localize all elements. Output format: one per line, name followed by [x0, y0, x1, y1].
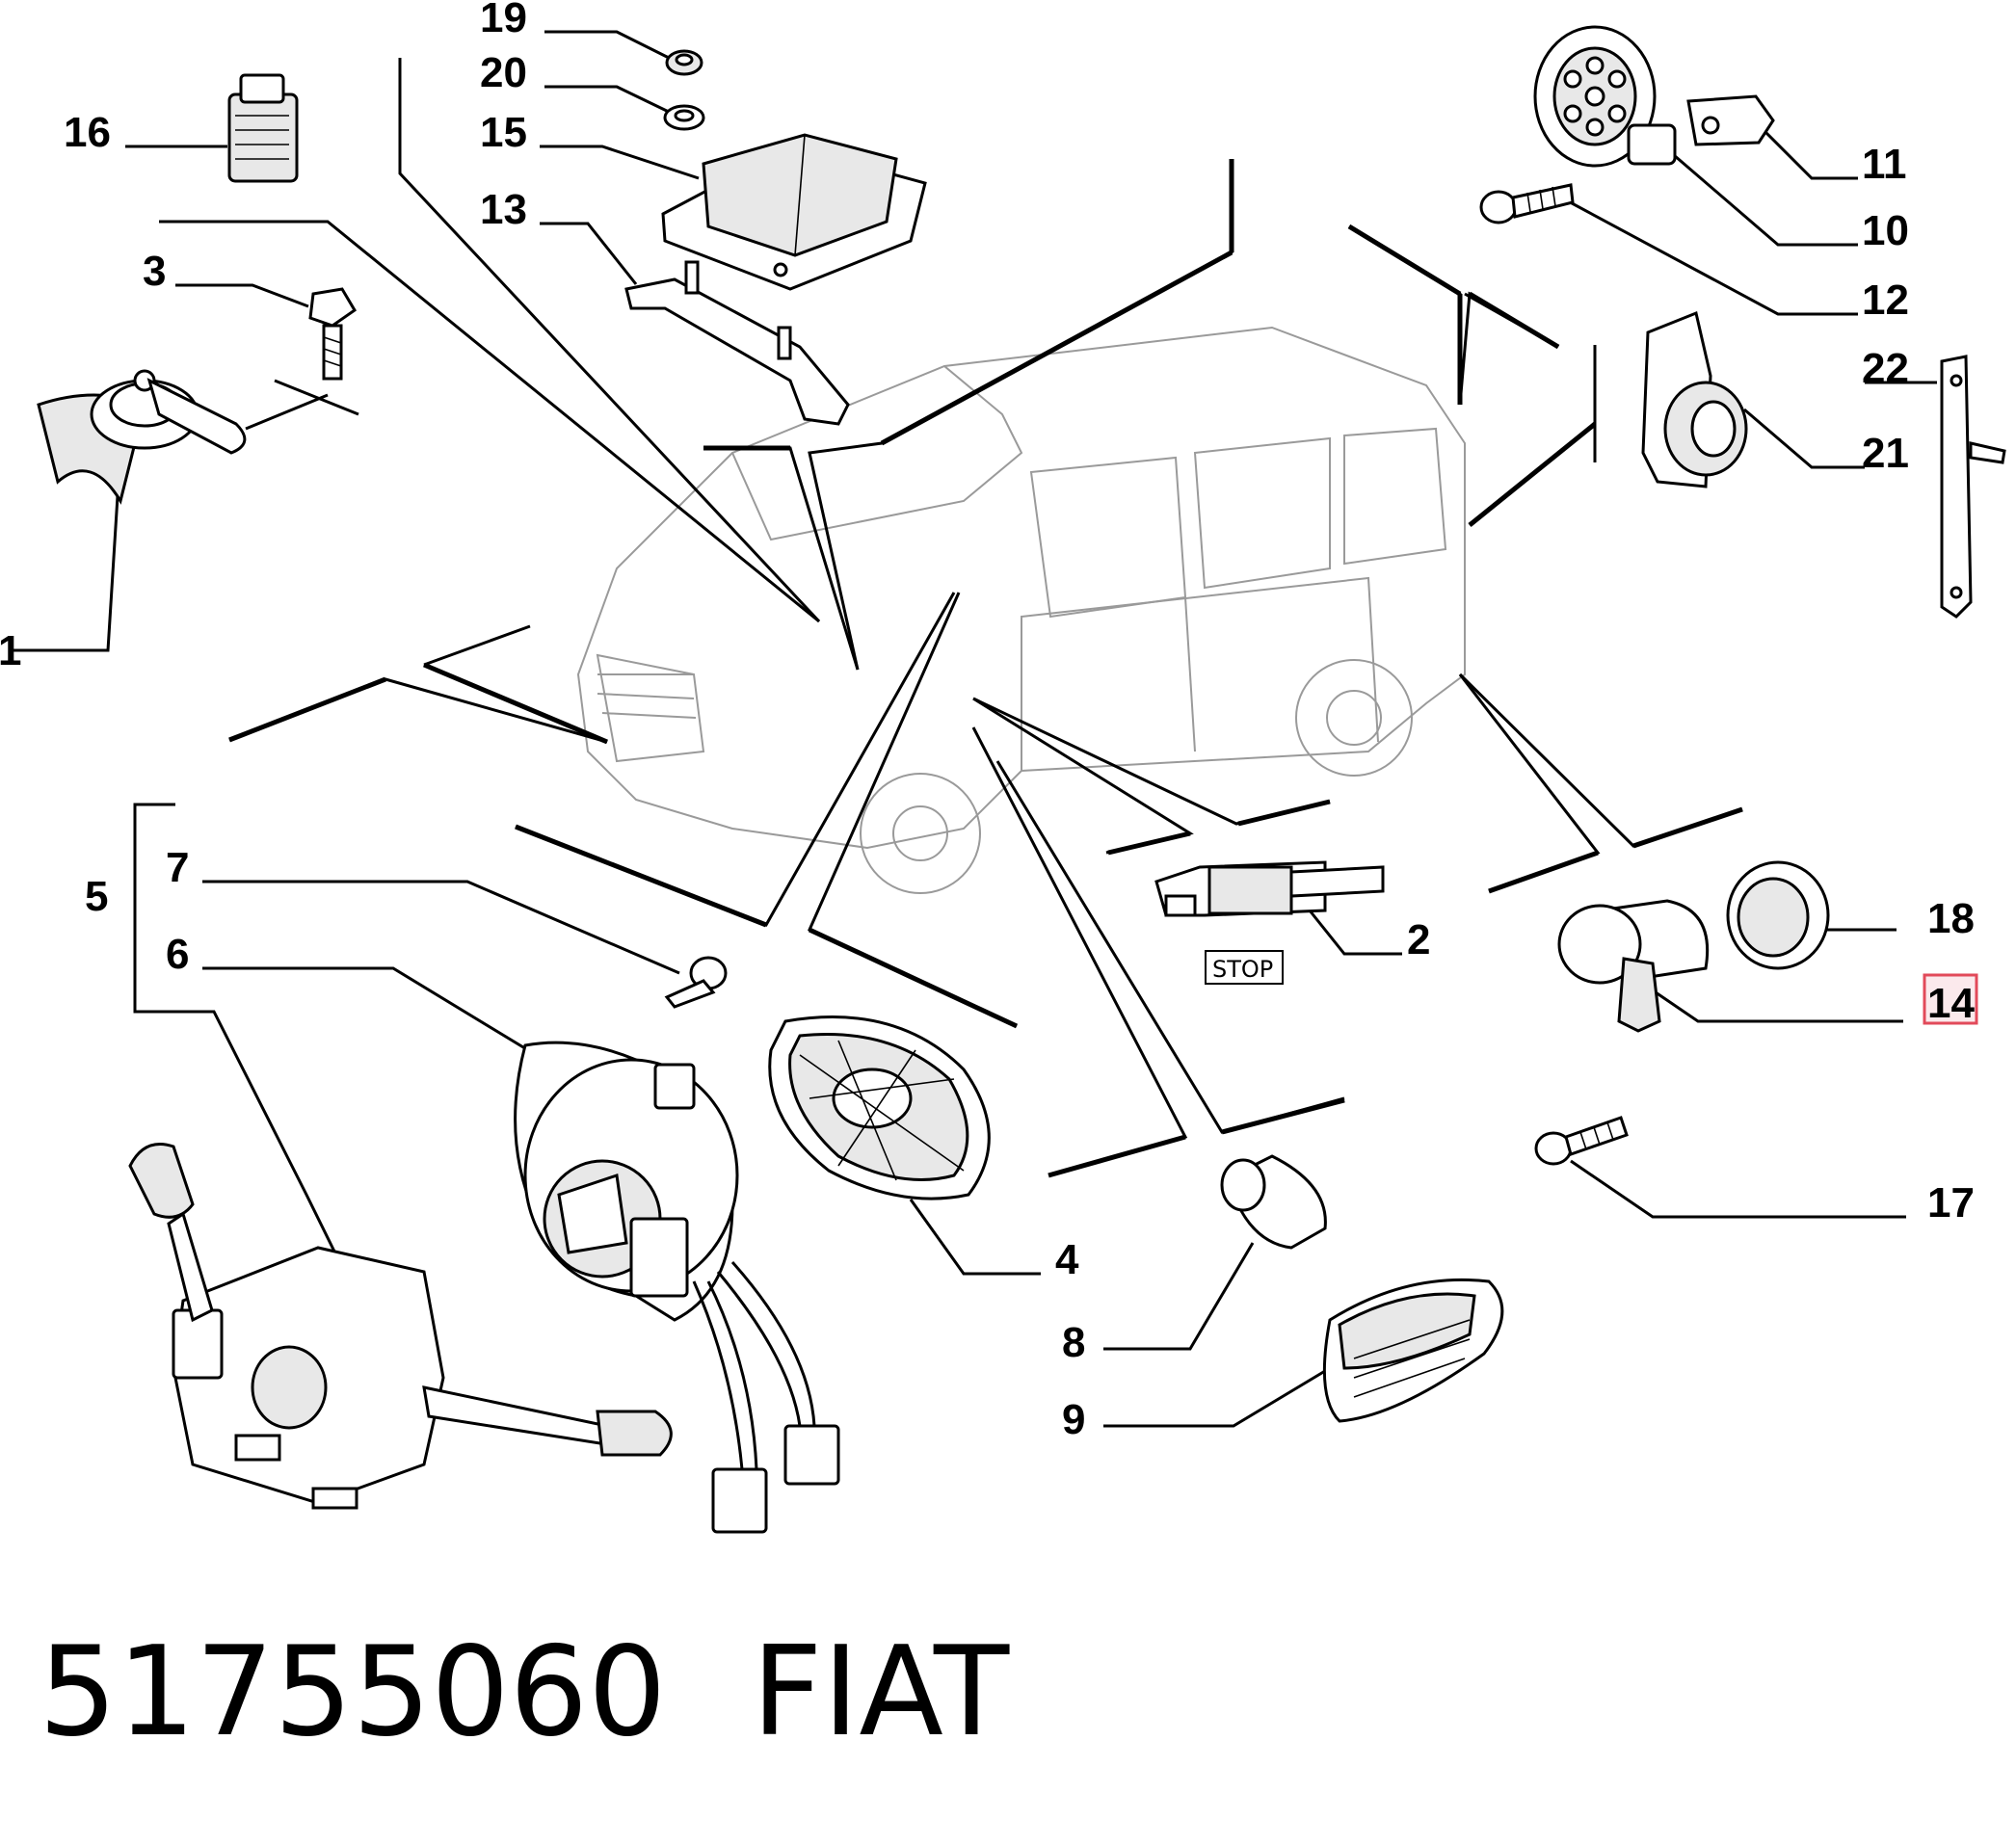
vehicle-outline [576, 326, 1466, 894]
callout-1: 1 [0, 627, 21, 674]
callout-9: 9 [1062, 1396, 1085, 1443]
callout-14: 14 [1927, 980, 1975, 1027]
callout-19: 19 [480, 0, 527, 41]
callout-6: 6 [166, 931, 189, 978]
horn-part [37, 369, 247, 505]
screw-part-17 [1534, 1116, 1629, 1166]
relay-part [227, 73, 299, 183]
washer-part [663, 104, 705, 131]
callout-8: 8 [1062, 1319, 1085, 1366]
callout-11: 11 [1862, 141, 1907, 188]
parking-sensor-part [1557, 899, 1710, 1033]
screw-part [1479, 183, 1575, 224]
brand-name: FIAT [752, 1621, 1010, 1764]
sensor-holder-part [1641, 310, 1748, 488]
bolt-part [308, 287, 357, 381]
retaining-ring-part [1726, 860, 1830, 970]
part-number: 51755060 [39, 1621, 667, 1764]
airbag-ecu-part [661, 133, 927, 291]
callout-21: 21 [1862, 430, 1909, 477]
sensor-connector-part [1533, 25, 1677, 168]
nut-part [665, 49, 703, 76]
stop-label-text: STOP [1212, 956, 1273, 983]
callout-17: 17 [1927, 1179, 1975, 1226]
bulb-part [1220, 1154, 1327, 1250]
speaker-part [768, 1015, 991, 1200]
callout-4: 4 [1055, 1236, 1079, 1283]
stop-label: STOP [1205, 950, 1284, 985]
callout-10: 10 [1862, 207, 1909, 254]
screw-part-7 [664, 956, 728, 1009]
bracket-strip-part [1940, 355, 2006, 619]
column-switch-part [128, 1143, 673, 1510]
callout-14-highlight [1923, 973, 1978, 1025]
callout-16: 16 [64, 109, 111, 156]
callout-2: 2 [1407, 916, 1430, 963]
callout-20: 20 [480, 49, 527, 96]
clock-spring-part [514, 1041, 840, 1534]
callout-7: 7 [166, 844, 189, 891]
side-marker-part [1322, 1278, 1504, 1423]
callout-5: 5 [85, 873, 108, 920]
leader-lines [13, 30, 1937, 1428]
clip-part [1686, 94, 1775, 146]
bracket-part [624, 260, 850, 426]
callout-12: 12 [1862, 277, 1909, 324]
callout-22: 22 [1862, 345, 1909, 392]
callout-labels: 1 2 3 4 5 6 7 8 9 10 11 12 13 14 15 16 1… [0, 0, 1978, 1443]
stop-lamp-switch-part [1154, 860, 1385, 917]
callout-18: 18 [1927, 895, 1975, 942]
callout-3: 3 [143, 248, 166, 295]
callout-15: 15 [480, 109, 527, 156]
callout-13: 13 [480, 186, 527, 233]
